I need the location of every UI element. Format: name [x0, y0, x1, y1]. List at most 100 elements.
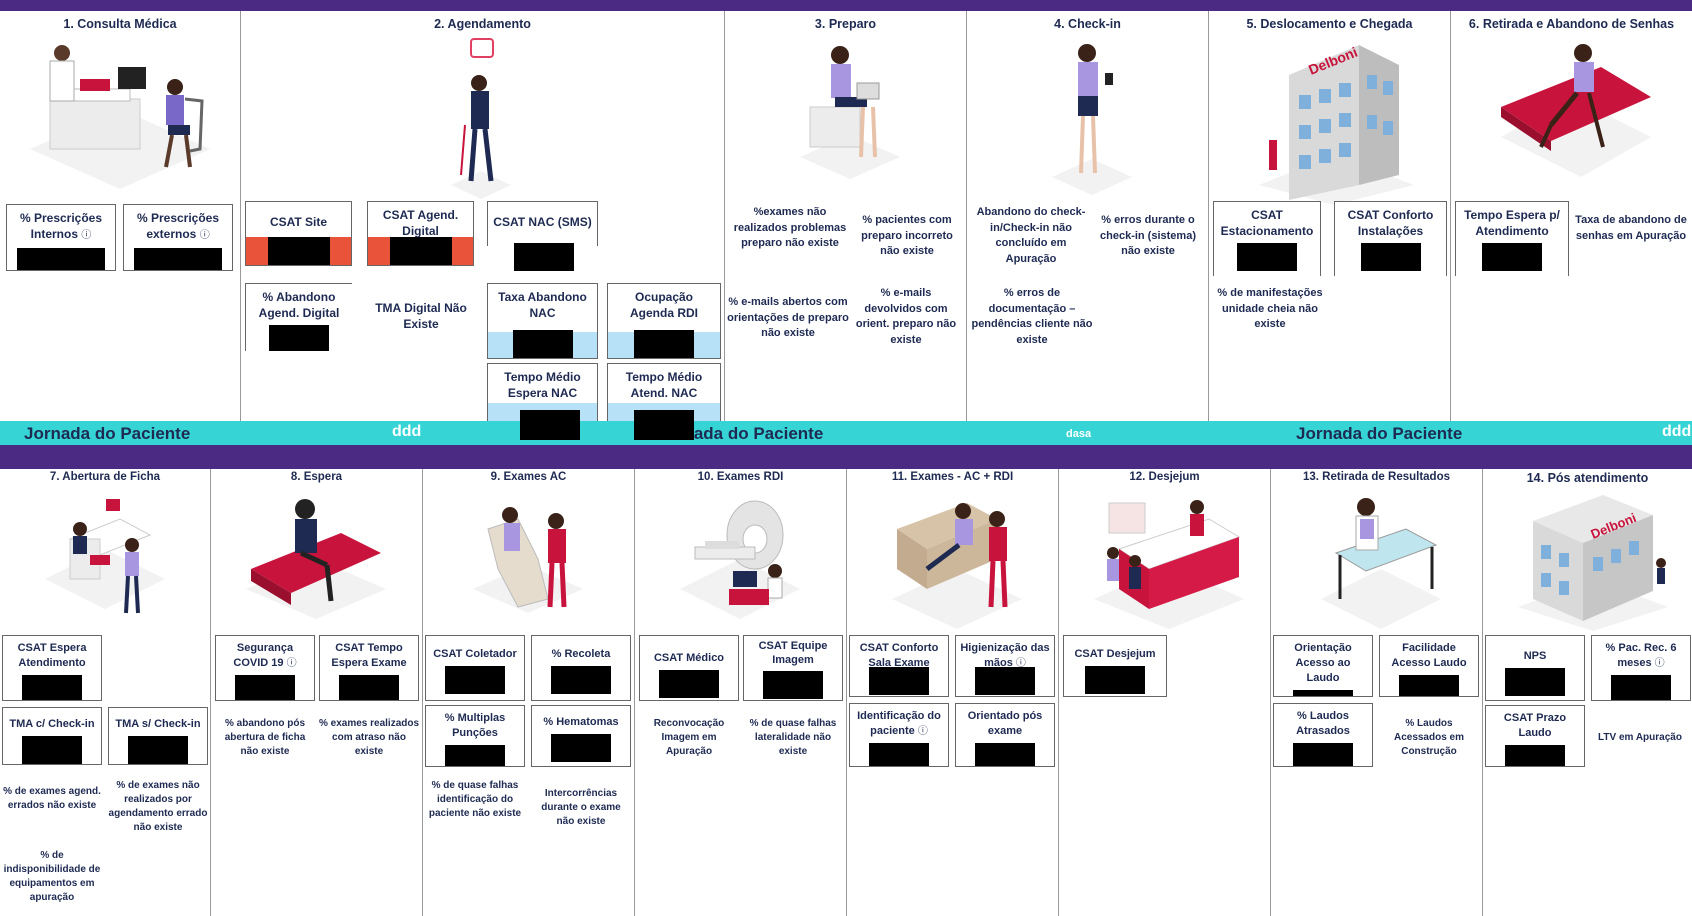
- card-csat-equipe-imagem[interactable]: CSAT Equipe Imagem: [743, 635, 843, 701]
- redacted-value: [17, 248, 105, 270]
- stage-exames-rdi: 10. Exames RDI CSAT Médico CSAT Equipe I…: [635, 469, 847, 916]
- redacted-value: [22, 736, 82, 764]
- info-icon[interactable]: ⓘ: [1015, 658, 1026, 669]
- card-label: Tempo Espera p/ Atendimento: [1464, 208, 1560, 238]
- card-seguranca-covid[interactable]: Segurança COVID 19 ⓘ: [215, 635, 315, 701]
- redacted-value: [269, 325, 329, 351]
- stage-consulta-medica: 1. Consulta Médica % Prescrições Interno…: [0, 11, 241, 421]
- card-ocupacao-agenda-rdi[interactable]: Ocupação Agenda RDI: [607, 283, 721, 359]
- card-pac-rec-6-meses[interactable]: % Pac. Rec. 6 meses ⓘ: [1591, 635, 1691, 701]
- card-csat-espera-atendimento[interactable]: CSAT Espera Atendimento: [2, 635, 102, 701]
- stage-title: 10. Exames RDI: [697, 471, 784, 483]
- info-icon[interactable]: ⓘ: [81, 230, 92, 241]
- note-manifestacoes-unidade-cheia: % de manifestações unidade cheia não exi…: [1217, 287, 1323, 330]
- card-taxa-abandono-nac[interactable]: Taxa Abandono NAC: [487, 283, 598, 359]
- card-tma-sem-check-in[interactable]: TMA s/ Check-in: [108, 707, 208, 765]
- card-identificacao-paciente[interactable]: Identificação do paciente ⓘ: [849, 703, 949, 767]
- card-label: Tempo Médio Atend. NAC: [625, 370, 703, 400]
- card-csat-tempo-espera-exame[interactable]: CSAT Tempo Espera Exame: [319, 635, 419, 701]
- stage-title: 14. Pós atendimento: [1526, 471, 1649, 485]
- redacted-value: [389, 237, 452, 265]
- info-icon[interactable]: ⓘ: [1654, 658, 1665, 669]
- redacted-value: [551, 734, 611, 762]
- card-csat-site[interactable]: CSAT Site: [245, 201, 352, 266]
- dasa-logo-icon: ddd: [392, 423, 422, 440]
- card-label: % Multiplas Punções: [444, 712, 506, 739]
- redacted-value: [975, 743, 1035, 766]
- card-label: % Laudos Atrasados: [1296, 710, 1350, 737]
- note-exames-nao-realizados-agend: % de exames não realizados por agendamen…: [108, 780, 208, 833]
- card-label: Higienização das mãos: [960, 642, 1050, 669]
- card-csat-conforto-instalacoes[interactable]: CSAT Conforto Instalações: [1334, 201, 1447, 276]
- card-higienizacao-maos[interactable]: Higienização das mãos ⓘ: [955, 635, 1055, 697]
- redacted-value: [134, 248, 222, 270]
- journey-row-2: 7. Abertura de Ficha CSAT Espera Atendim…: [0, 469, 1692, 916]
- note-erros-documentacao: % erros de documentação – pendências cli…: [971, 287, 1093, 346]
- redacted-value: [1399, 675, 1459, 696]
- note-exames-realizados-atraso: % exames realizados com atraso não exist…: [318, 718, 420, 757]
- card-csat-medico[interactable]: CSAT Médico: [639, 635, 739, 701]
- redacted-value: [763, 671, 823, 699]
- note-pacientes-preparo-incorreto: % pacientes com preparo incorreto não ex…: [861, 214, 953, 257]
- card-label: % Recoleta: [551, 648, 611, 660]
- card-tempo-espera-atendimento[interactable]: Tempo Espera p/ Atendimento: [1455, 201, 1569, 276]
- stage-retirada-abandono-senhas: 6. Retirada e Abandono de Senhas Tempo E…: [1451, 11, 1692, 421]
- card-facilidade-acesso-laudo[interactable]: Facilidade Acesso Laudo: [1379, 635, 1479, 697]
- info-icon[interactable]: ⓘ: [286, 658, 297, 669]
- top-bar: [0, 0, 1692, 11]
- card-csat-nac-sms[interactable]: CSAT NAC (SMS): [487, 201, 598, 246]
- card-csat-desjejum[interactable]: CSAT Desjejum: [1063, 635, 1167, 697]
- delboni-building-illustration: Delboni: [1259, 44, 1414, 205]
- redacted-value: [634, 410, 694, 440]
- results-desk-illustration: [1321, 498, 1441, 629]
- card-hematomas[interactable]: % Hematomas: [531, 705, 631, 767]
- card-label: NPS: [1523, 650, 1547, 662]
- card-laudos-atrasados[interactable]: % Laudos Atrasados: [1273, 703, 1373, 767]
- redacted-value: [1085, 666, 1145, 694]
- stage-espera: 8. Espera Segurança COVID 19 ⓘ CSAT Temp…: [211, 469, 423, 916]
- redacted-value: [1482, 243, 1542, 271]
- redacted-value: [445, 745, 505, 766]
- stage-title: 6. Retirada e Abandono de Senhas: [1468, 17, 1675, 31]
- note-ltv: LTV em Apuração: [1598, 732, 1682, 743]
- redacted-value: [520, 410, 580, 440]
- card-label: CSAT Coletador: [433, 648, 517, 660]
- card-orientacao-acesso-laudo[interactable]: Orientação Acesso ao Laudo: [1273, 635, 1373, 697]
- card-prescricoes-internos[interactable]: % Prescrições Internos ⓘ: [6, 204, 116, 271]
- redacted-value: [1505, 745, 1565, 766]
- card-csat-conforto-sala[interactable]: CSAT Conforto Sala Exame: [849, 635, 949, 697]
- stage-check-in: 4. Check-in Abandono do check-in/Check-i…: [967, 11, 1209, 421]
- stage-title: 8. Espera: [290, 471, 343, 483]
- stage-title: 13. Retirada de Resultados: [1303, 471, 1450, 483]
- band-title-center: Jornada do Paciente: [657, 424, 824, 443]
- redacted-value: [445, 666, 505, 694]
- stage-title: 11. Exames - AC + RDI: [891, 471, 1014, 483]
- card-abandono-agend-digital[interactable]: % Abandono Agend. Digital: [245, 283, 352, 351]
- info-icon[interactable]: ⓘ: [917, 726, 928, 737]
- stage-title: 4. Check-in: [1054, 17, 1121, 31]
- card-csat-agend-digital[interactable]: CSAT Agend. Digital: [367, 201, 474, 266]
- card-label: CSAT Site: [269, 215, 328, 229]
- card-prescricoes-externos[interactable]: % Prescrições externos ⓘ: [123, 204, 233, 271]
- card-tma-com-check-in[interactable]: TMA c/ Check-in: [2, 707, 102, 765]
- card-csat-coletador[interactable]: CSAT Coletador: [425, 635, 525, 701]
- card-multiplas-puncoes[interactable]: % Multiplas Punções: [425, 705, 525, 767]
- info-icon[interactable]: ⓘ: [199, 230, 210, 241]
- stage-title: 3. Preparo: [814, 17, 877, 31]
- note-abandono-pos-abertura: % abandono pós abertura de ficha não exi…: [224, 718, 306, 757]
- card-nps[interactable]: NPS: [1485, 635, 1585, 701]
- redacted-value: [975, 667, 1035, 695]
- note-exames-agend-errados: % de exames agend. errados não existe: [3, 786, 101, 811]
- note-taxa-abandono-senhas: Taxa de abandono de senhas em Apuração: [1575, 214, 1687, 242]
- note-emails-devolvidos: % e-mails devolvidos com orient. preparo…: [855, 287, 957, 346]
- card-label: Orientação Acesso ao Laudo: [1294, 642, 1352, 684]
- card-label: CSAT Estacionamento: [1220, 208, 1314, 238]
- card-recoleta[interactable]: % Recoleta: [531, 635, 631, 701]
- card-csat-estacionamento[interactable]: CSAT Estacionamento: [1213, 201, 1321, 276]
- redacted-value: [339, 675, 399, 700]
- card-csat-prazo-laudo[interactable]: CSAT Prazo Laudo: [1485, 705, 1585, 767]
- stage-title: 2. Agendamento: [434, 17, 531, 31]
- journey-band: [0, 421, 1692, 445]
- card-label: % Pac. Rec. 6 meses: [1605, 642, 1677, 669]
- card-orientado-pos-exame[interactable]: Orientado pós exame: [955, 703, 1055, 767]
